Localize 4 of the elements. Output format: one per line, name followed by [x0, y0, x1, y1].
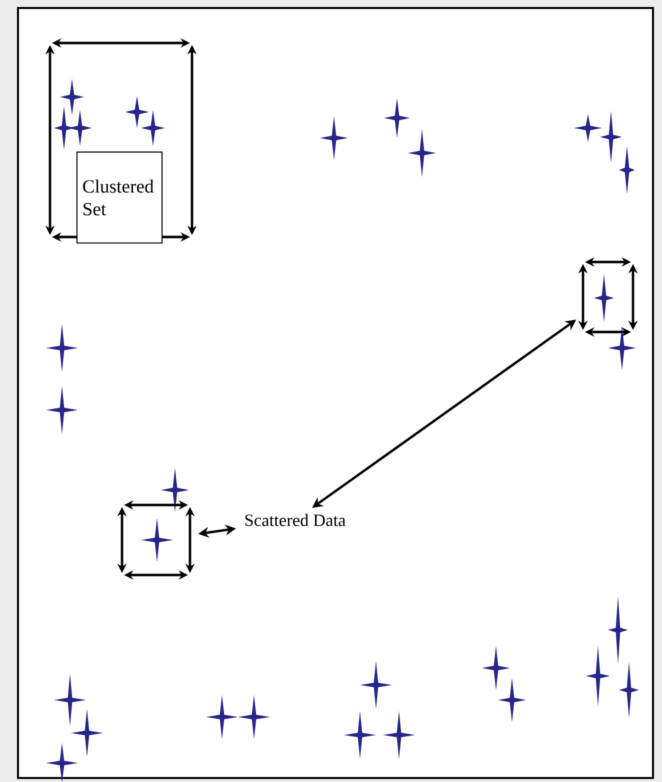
arrow-square [578, 257, 638, 337]
text-label: Scattered Data [245, 514, 346, 526]
text-box: Clustered Set [76, 152, 163, 244]
arrow-square [117, 500, 195, 580]
